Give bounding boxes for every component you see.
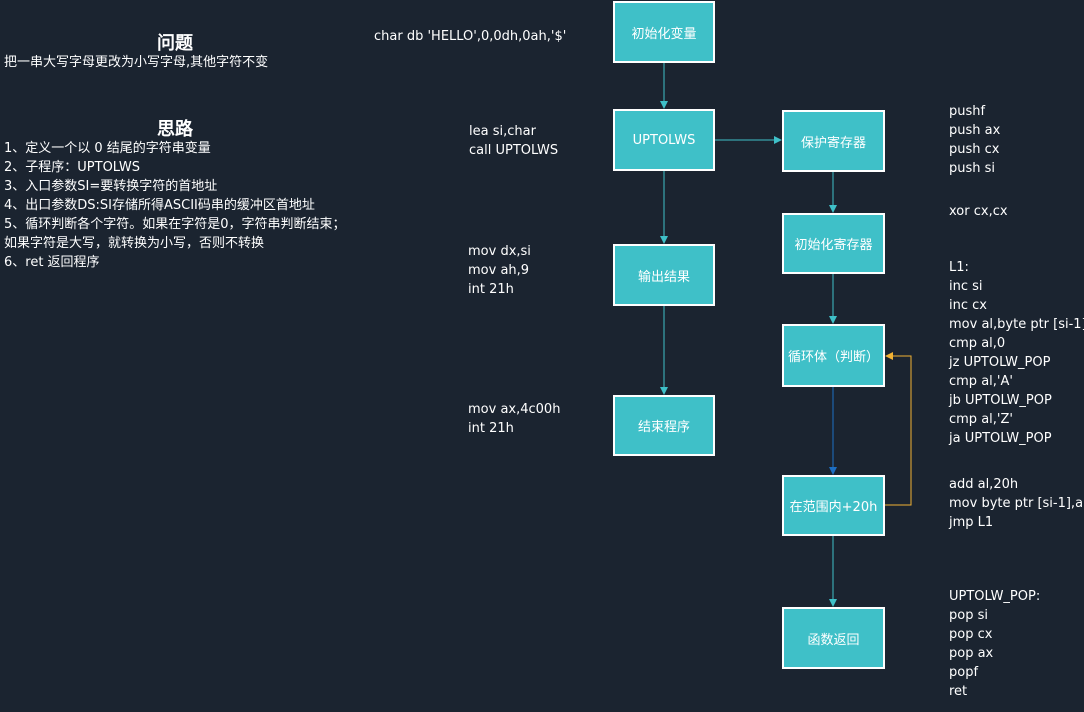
code-line: xor cx,cx — [949, 204, 1008, 219]
code-line: push ax — [949, 123, 1001, 138]
code-line: jz UPTOLW_POP — [949, 355, 1051, 370]
node-add-20h[interactable]: 在范围内+20h — [782, 475, 885, 536]
code-line: pushf — [949, 104, 986, 119]
problem-text: 把一串大写字母更改为小写字母,其他字符不变 — [4, 55, 269, 70]
code-line: pop cx — [949, 627, 993, 642]
code-line: ja UPTOLW_POP — [949, 431, 1052, 446]
idea-line: 4、出口参数DS:SI存储所得ASCII码串的缓冲区首地址 — [4, 198, 315, 213]
code-line: L1: — [949, 260, 969, 275]
code-line: pop ax — [949, 646, 994, 661]
code-line: cmp al,'Z' — [949, 412, 1013, 427]
problem-title: 问题 — [157, 33, 193, 54]
node-init-registers[interactable]: 初始化寄存器 — [782, 213, 885, 274]
node-output-result[interactable]: 输出结果 — [613, 244, 715, 306]
idea-line: 1、定义一个以 0 结尾的字符串变量 — [4, 141, 211, 156]
code-line: call UPTOLWS — [469, 143, 559, 158]
code-line: ret — [949, 684, 968, 699]
code-pop: UPTOLW_POP: pop si pop cx pop ax popf re… — [949, 587, 1040, 701]
code-line: lea si,char — [469, 124, 536, 139]
code-line: int 21h — [468, 421, 514, 436]
code-line: int 21h — [468, 282, 514, 297]
node-protect-registers[interactable]: 保护寄存器 — [782, 110, 885, 172]
code-xor: xor cx,cx — [949, 202, 1008, 221]
idea-line: 3、入口参数SI=要转换字符的首地址 — [4, 179, 218, 194]
node-init-variable[interactable]: 初始化变量 — [613, 1, 715, 63]
code-line: push si — [949, 161, 996, 176]
code-line: jmp L1 — [949, 515, 994, 530]
idea-line: 2、子程序：UPTOLWS — [4, 160, 140, 175]
code-line: UPTOLW_POP: — [949, 589, 1041, 604]
code-output: mov dx,si mov ah,9 int 21h — [468, 242, 531, 299]
idea-title: 思路 — [157, 119, 193, 140]
code-line: add al,20h — [949, 477, 1019, 492]
code-line: cmp al,0 — [949, 336, 1006, 351]
node-function-return[interactable]: 函数返回 — [782, 607, 885, 669]
code-line: cmp al,'A' — [949, 374, 1013, 389]
code-line: jb UPTOLW_POP — [949, 393, 1052, 408]
idea-line: 6、ret 返回程序 — [4, 255, 100, 270]
code-loop: L1: inc si inc cx mov al,byte ptr [si-1]… — [949, 258, 1084, 448]
code-push: pushf push ax push cx push si — [949, 102, 1000, 178]
code-line: pop si — [949, 608, 988, 623]
code-line: popf — [949, 665, 979, 680]
code-line: mov ah,9 — [468, 263, 530, 278]
code-line: push cx — [949, 142, 1000, 157]
idea-line: 5、循环判断各个字符。如果在字符是0，字符串判断结束； — [4, 217, 346, 232]
edge-add-back-to-loop — [884, 352, 912, 506]
node-uptolws[interactable]: UPTOLWS — [613, 109, 715, 171]
code-line: mov dx,si — [468, 244, 531, 259]
node-loop-body[interactable]: 循环体（判断） — [782, 324, 885, 387]
code-call: lea si,char call UPTOLWS — [469, 122, 558, 160]
code-exit: mov ax,4c00h int 21h — [468, 400, 560, 438]
code-line: mov al,byte ptr [si-1] — [949, 317, 1084, 332]
idea-line: 如果字符是大写，就转换为小写，否则不转换 — [4, 236, 265, 251]
code-line: mov ax,4c00h — [468, 402, 561, 417]
code-line: mov byte ptr [si-1],al — [949, 496, 1084, 511]
code-define-string: char db 'HELLO',0,0dh,0ah,'$' — [374, 27, 566, 46]
code-line: inc si — [949, 279, 983, 294]
code-line: char db 'HELLO',0,0dh,0ah,'$' — [374, 29, 567, 44]
code-add: add al,20h mov byte ptr [si-1],al jmp L1 — [949, 475, 1084, 532]
code-line: inc cx — [949, 298, 987, 313]
node-end-program[interactable]: 结束程序 — [613, 395, 715, 456]
